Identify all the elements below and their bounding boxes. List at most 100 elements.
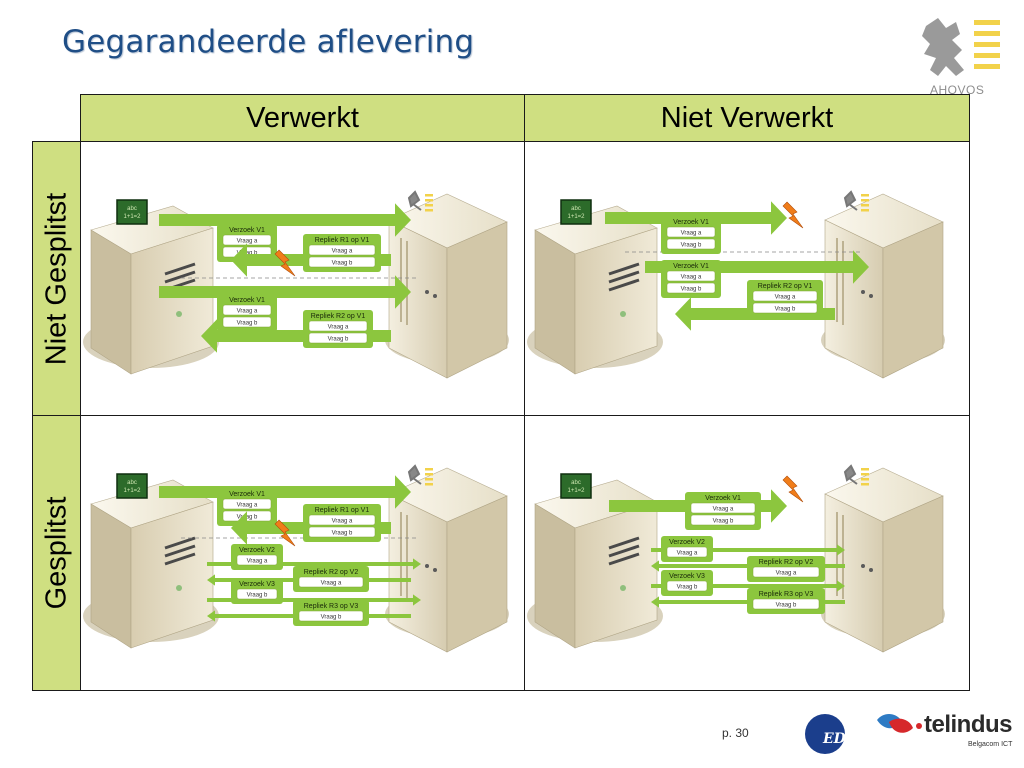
message-item-label: Vraag a — [321, 581, 342, 587]
ahovos-logo-text: AHOVOS — [930, 83, 985, 97]
row-header-niet-gesplitst: Niet Gesplitst — [32, 141, 81, 416]
application-server-button — [433, 294, 437, 298]
client-screen-label: 1+1=2 — [123, 214, 141, 220]
page-number: p. 30 — [722, 726, 749, 740]
message-item-label: Vraag a — [247, 559, 268, 565]
application-server-vents — [400, 238, 408, 325]
message-item-box — [308, 332, 368, 344]
delivery-matrix: Verwerkt Niet Verwerkt Niet Gesplitst Ge… — [32, 94, 970, 691]
client-drive-slots — [608, 536, 640, 566]
message-item-box — [222, 316, 272, 328]
message-item-box — [666, 546, 708, 558]
message-item-label: Vraag b — [775, 307, 796, 313]
message-arrow-right — [159, 475, 411, 509]
slide-title: Gegarandeerde aflevering — [62, 24, 475, 60]
server-logo-stripe — [425, 204, 433, 207]
application-server-button — [869, 294, 873, 298]
message-item-box — [308, 244, 376, 256]
server-logo-stripe — [425, 199, 433, 202]
message-arrow-left — [201, 319, 391, 353]
server-logo-stripe — [425, 483, 433, 486]
client-screen — [560, 199, 592, 225]
message-item-box — [752, 302, 818, 314]
message-title: Verzoek V1 — [229, 297, 265, 304]
client-power-led — [620, 311, 626, 317]
message-item-box — [690, 502, 756, 514]
message-item-box — [666, 282, 716, 294]
message-item-box — [666, 238, 716, 250]
client-power-led — [620, 585, 626, 591]
server-lion-icon — [407, 190, 422, 211]
message-title: Verzoek V2 — [239, 547, 275, 554]
message-title: Repliek R2 op V1 — [311, 313, 366, 320]
message-arrow-right — [645, 250, 869, 284]
message-title: Verzoek V1 — [673, 219, 709, 226]
client-screen-label: 1+1=2 — [567, 488, 585, 494]
server-logo-stripe — [861, 468, 869, 471]
server-logo-stripe — [425, 209, 433, 212]
client-power-led — [176, 585, 182, 591]
server-lion-icon — [843, 464, 858, 485]
message-item-box — [752, 598, 820, 610]
message-title: Repliek R1 op V1 — [315, 237, 370, 244]
message-title: Repliek R3 op V3 — [759, 591, 814, 598]
row-header-niet-gesplitst-label: Niet Gesplitst — [40, 192, 72, 365]
message-item-label: Vraag b — [237, 321, 258, 327]
message-item-box — [666, 226, 716, 238]
client-drive-slots — [608, 262, 640, 292]
message-item-box — [690, 514, 756, 526]
message-item-box — [236, 588, 278, 600]
message-title: Verzoek V3 — [669, 573, 705, 580]
message-item-box — [308, 526, 376, 538]
client-screen-label: 1+1=2 — [123, 488, 141, 494]
application-server-button — [425, 290, 429, 294]
message-item-label: Vraag b — [332, 261, 353, 267]
message-item-label: Vraag b — [237, 515, 258, 521]
server-logo-stripe — [425, 194, 433, 197]
message-arrow-right — [159, 203, 411, 237]
application-server-right — [446, 495, 508, 653]
message-item-box — [222, 498, 272, 510]
message-arrow-right — [651, 544, 845, 556]
message-item-box — [752, 290, 818, 302]
client-screen-label: abc — [571, 480, 581, 486]
message-item-label: Vraag a — [681, 231, 702, 237]
row-header-gesplitst: Gesplitst — [32, 415, 81, 691]
message-item-label: Vraag b — [332, 531, 353, 537]
message-title: Repliek R2 op V1 — [758, 283, 813, 290]
server-logo-stripe — [425, 478, 433, 481]
client-screen-label: 1+1=2 — [567, 214, 585, 220]
row-header-gesplitst-label: Gesplitst — [40, 496, 72, 610]
server-logo-stripe — [861, 209, 869, 212]
application-server-button — [425, 564, 429, 568]
application-server-button — [861, 290, 865, 294]
message-item-label: Vraag b — [677, 585, 698, 591]
server-logo-stripe — [861, 194, 869, 197]
message-title: Verzoek V1 — [229, 227, 265, 234]
message-title: Verzoek V1 — [229, 491, 265, 498]
server-logo-stripe — [425, 468, 433, 471]
eds-logo-label: EDS — [822, 731, 856, 747]
message-item-label: Vraag a — [328, 325, 349, 331]
failure-lightning-icon — [782, 201, 804, 229]
server-logo-stripe — [861, 483, 869, 486]
message-title: Verzoek V1 — [673, 263, 709, 270]
message-arrow-right — [651, 580, 845, 592]
message-item-label: Vraag a — [775, 295, 796, 301]
failure-lightning-icon — [782, 475, 804, 503]
telindus-bird-logo-icon — [877, 714, 922, 733]
column-header-niet-verwerkt: Niet Verwerkt — [524, 94, 970, 142]
message-title: Verzoek V1 — [705, 495, 741, 502]
application-server-right — [882, 221, 944, 379]
application-server-button — [861, 564, 865, 568]
client-screen-label: abc — [127, 206, 137, 212]
message-item-label: Vraag b — [713, 519, 734, 525]
message-item-label: Vraag b — [681, 243, 702, 249]
column-header-verwerkt: Verwerkt — [80, 94, 525, 142]
message-arrow-right — [159, 275, 411, 309]
